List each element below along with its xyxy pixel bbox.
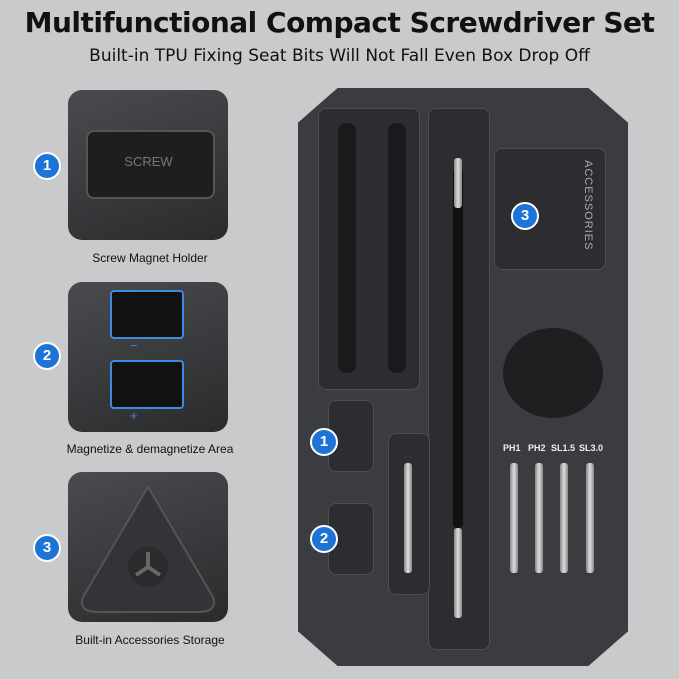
bit-label-sl30: SL3.0 xyxy=(579,443,604,453)
tray-marker-3: 3 xyxy=(511,202,539,230)
bit-sl15 xyxy=(560,463,568,573)
extension-bit xyxy=(404,463,412,573)
feature-label-2: Magnetize & demagnetize Area xyxy=(66,442,234,456)
plus-symbol: + xyxy=(130,408,138,423)
screw-embossed-text: SCREW xyxy=(124,154,173,169)
bit-sl30 xyxy=(586,463,594,573)
rotary-holder xyxy=(503,328,603,418)
triangle-lid-icon xyxy=(81,485,215,613)
feature-marker-1: 1 xyxy=(33,152,61,180)
accessories-lid xyxy=(494,148,606,270)
page-subtitle: Built-in TPU Fixing Seat Bits Will Not F… xyxy=(89,46,590,66)
page-title: Multifunctional Compact Screwdriver Set xyxy=(24,6,655,39)
bit-ph1 xyxy=(510,463,518,573)
feature-marker-2: 2 xyxy=(33,342,61,370)
bit-label-sl15: SL1.5 xyxy=(551,443,576,453)
minus-symbol: − xyxy=(130,338,138,353)
bit-ph2 xyxy=(535,463,543,573)
accessories-lid-text: ACCESSORIES xyxy=(582,160,594,251)
screw-magnet-holder-image: SCREW xyxy=(68,90,228,240)
screwdriver-handle xyxy=(453,168,463,528)
accessories-storage-image xyxy=(68,472,228,622)
bit-label-ph2: PH2 xyxy=(528,443,546,453)
feature-marker-3: 3 xyxy=(33,534,61,562)
feature-label-1: Screw Magnet Holder xyxy=(92,251,208,265)
bit-label-ph1: PH1 xyxy=(503,443,521,453)
spudger-1 xyxy=(338,123,356,373)
tray-marker-1: 1 xyxy=(310,428,338,456)
feature-label-3: Built-in Accessories Storage xyxy=(75,633,225,647)
screwdriver-tray-image: ACCESSORIES PH1 PH2 SL1.5 SL3.0 xyxy=(298,88,628,666)
magnetize-area-image: − + xyxy=(68,282,228,432)
spudger-2 xyxy=(388,123,406,373)
tray-marker-2: 2 xyxy=(310,525,338,553)
